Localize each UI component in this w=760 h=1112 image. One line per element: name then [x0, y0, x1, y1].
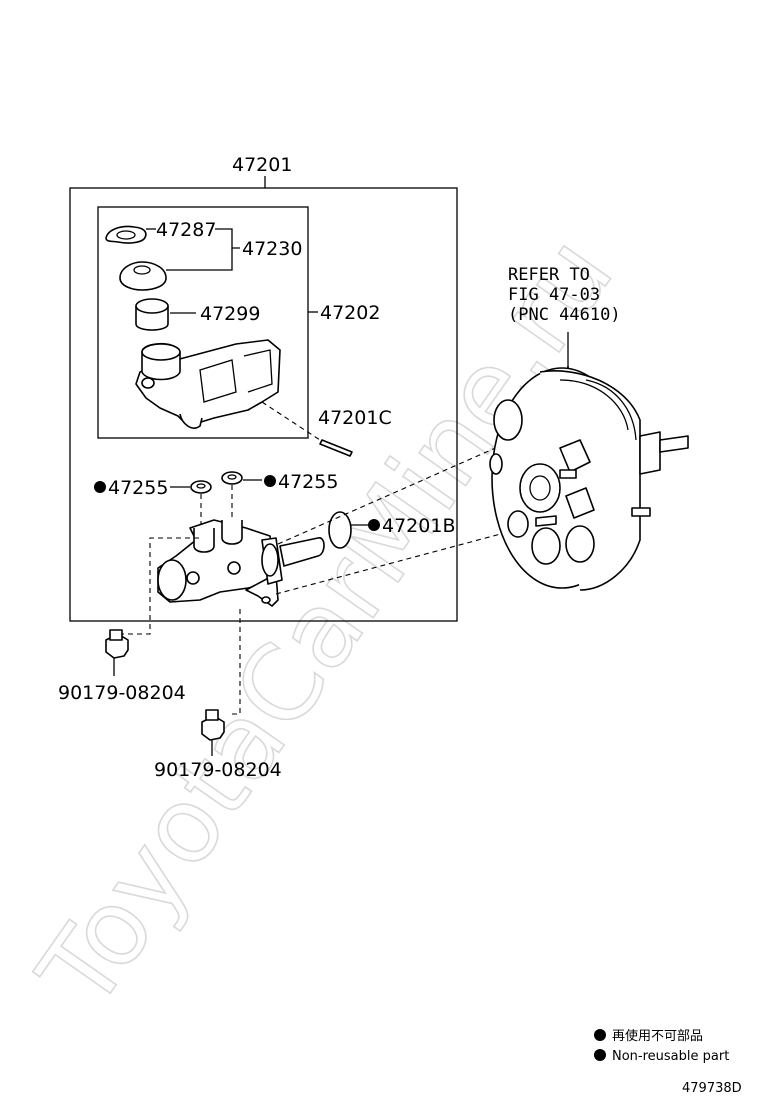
reservoir-cap-47230	[119, 228, 240, 291]
strainer-47299	[135, 298, 196, 331]
label-47255-right: 47255	[278, 471, 338, 493]
legend-marker-en	[594, 1049, 606, 1061]
alignment-lines	[110, 445, 539, 715]
label-47287: 47287	[156, 219, 216, 241]
brake-fluid-reservoir	[135, 339, 281, 429]
legend-japanese: 再使用不可部品	[612, 1028, 703, 1044]
assembly-box-47201	[69, 176, 458, 622]
legend-marker-jp	[594, 1029, 606, 1041]
subassembly-box-47202	[97, 206, 318, 439]
label-47202: 47202	[320, 302, 380, 324]
legend-english: Non-reusable part	[612, 1049, 729, 1064]
master-cylinder-body	[157, 519, 325, 607]
label-47255-left: 47255	[108, 477, 168, 499]
reference-line-1: REFER TO	[508, 265, 590, 285]
label-47201B: 47201B	[382, 515, 455, 537]
non-reusable-marker	[264, 475, 276, 487]
label-47201C: 47201C	[318, 407, 392, 429]
gasket-47287	[105, 225, 156, 244]
plug-bolt-1	[105, 629, 129, 676]
legend: 再使用不可部品 Non-reusable part	[594, 1028, 729, 1064]
grommet-47255-left	[170, 480, 212, 530]
watermark: ToyotaCarMine.ru	[15, 215, 637, 1030]
non-reusable-marker	[94, 481, 106, 493]
brake-booster	[489, 332, 689, 591]
reference-line-3: (PNC 44610)	[508, 305, 621, 325]
grommet-47255-right	[221, 471, 262, 520]
plug-bolt-2	[201, 709, 225, 756]
non-reusable-marker	[368, 519, 380, 531]
figure-code: 479738D	[682, 1081, 742, 1096]
o-ring-47201B	[328, 511, 368, 549]
label-47230: 47230	[242, 238, 302, 260]
label-plug-2: 90179-08204	[154, 759, 282, 781]
reference-line-2: FIG 47-03	[508, 285, 600, 305]
label-47201: 47201	[232, 154, 292, 176]
label-plug-1: 90179-08204	[58, 682, 186, 704]
label-47299: 47299	[200, 303, 260, 325]
pin-47201C	[261, 401, 353, 457]
